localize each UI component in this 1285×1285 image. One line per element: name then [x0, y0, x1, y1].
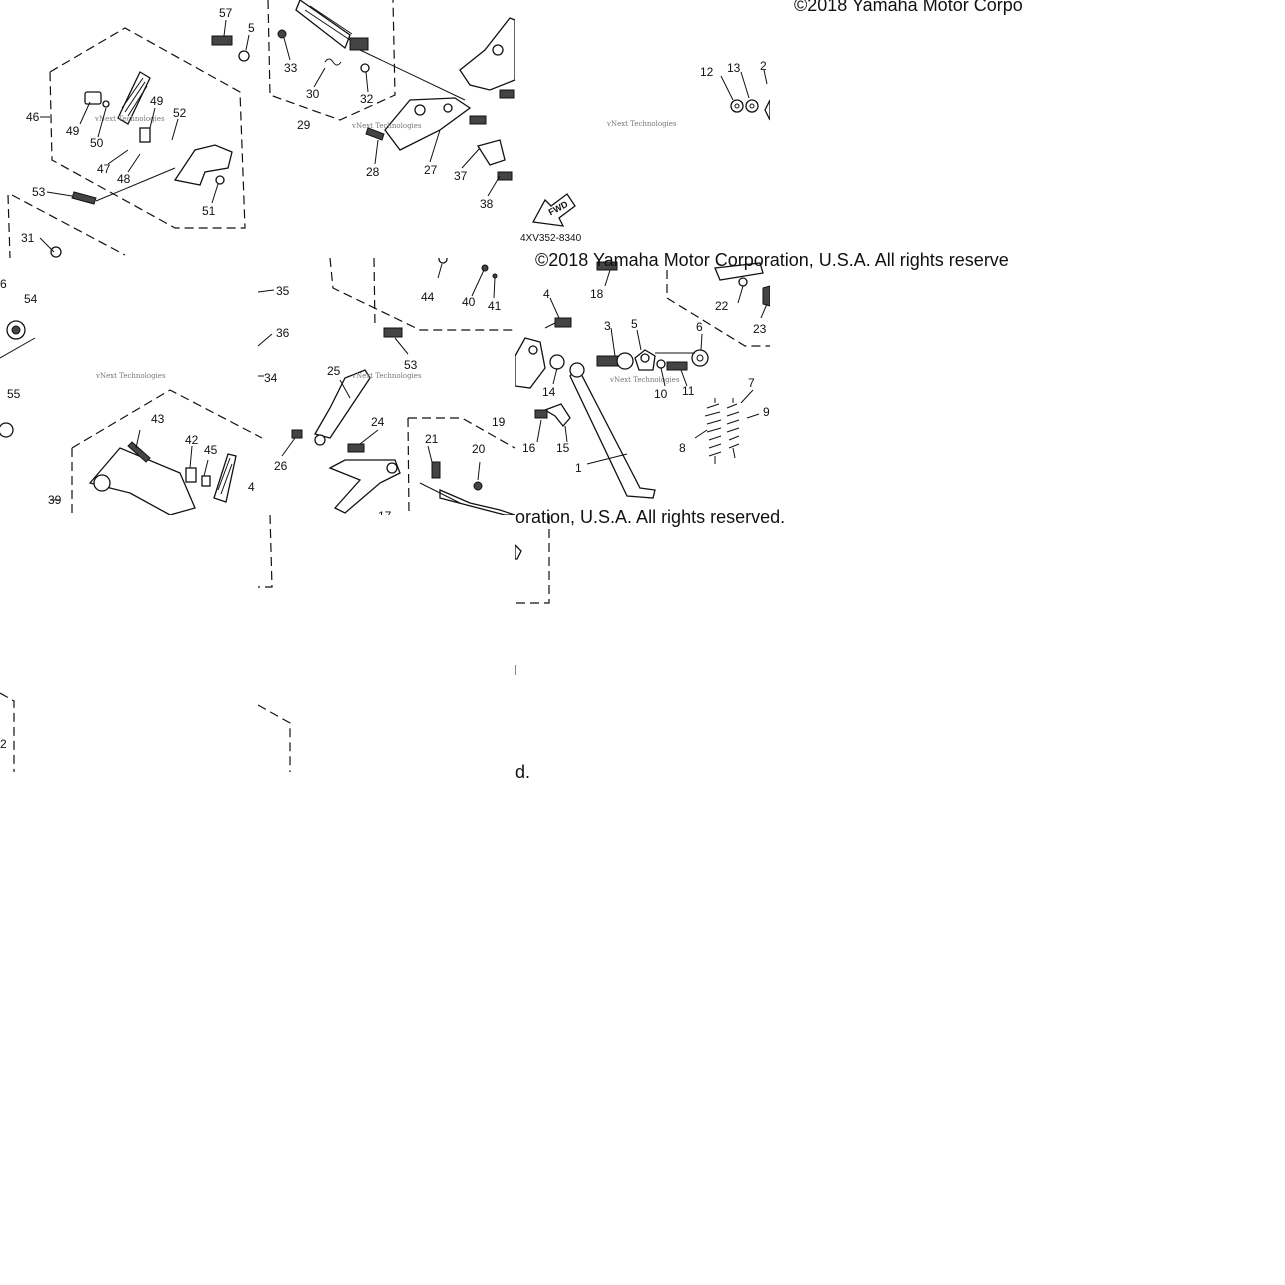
callout-label: 31 [21, 231, 35, 245]
callout-label: 2 [0, 737, 7, 751]
callout-label: 17 [378, 509, 392, 515]
callout-label: 42 [185, 433, 199, 447]
footpeg-rubber-left [117, 71, 151, 125]
footrest-lower-drawing: vNext Technologies vNext Technologies 6 … [0, 258, 515, 515]
sidestand-drawing: vNext Technologies 18 22 23 4 3 5 6 14 1… [515, 261, 770, 499]
callout-label: 23 [753, 322, 767, 336]
callout-label: 27 [424, 163, 438, 177]
callout-label: 15 [556, 441, 570, 455]
callout-label: 11 [682, 384, 695, 398]
callout-label: 6 [696, 320, 703, 334]
callout-label: 34 [264, 371, 278, 385]
callout-label: 20 [472, 442, 486, 456]
callout-label: 33 [284, 61, 298, 75]
callout-label: 41 [488, 299, 502, 313]
watermark-text: vNext Technologies [94, 115, 165, 123]
tile-sidestand: vNext Technologies 18 22 23 4 3 5 6 14 1… [515, 258, 770, 515]
tile-footrest-lower: vNext Technologies vNext Technologies 6 … [0, 258, 515, 515]
callout-label: 32 [360, 92, 374, 106]
callout-label: 38 [480, 197, 494, 211]
watermark-text: vNext Technologies [95, 372, 166, 380]
watermark-text: vNext Technologies [609, 376, 680, 384]
callout-label: 40 [462, 295, 476, 309]
tile-footrest-upper: vNext Technologies vNext Technologies 57… [0, 0, 515, 258]
callout-labels: 57 5 46 49 49 52 50 47 48 53 51 31 33 30… [21, 6, 494, 245]
callout-label: 43 [151, 412, 165, 426]
callout-label: 4 [248, 480, 255, 494]
watermark-text: vNext Technologies [351, 122, 422, 130]
tile-upper-right: vNext Technologies FWD 4XV352-8340 12 13… [515, 0, 770, 258]
callout-label: 37 [454, 169, 468, 183]
callout-labels: 6 54 55 35 36 34 43 42 45 39 4 44 40 41 … [0, 277, 506, 515]
callout-label: 29 [297, 118, 311, 132]
upper-right-drawing: vNext Technologies FWD 4XV352-8340 12 13… [520, 59, 770, 244]
callout-label: 26 [274, 459, 288, 473]
callout-label: 50 [90, 136, 104, 150]
callout-label: 30 [306, 87, 320, 101]
copyright-middle: ©2018 Yamaha Motor Corporation, U.S.A. A… [535, 250, 1009, 270]
callout-label: 49 [66, 124, 80, 138]
callout-label: 49 [150, 94, 164, 108]
callout-label: 39 [48, 493, 62, 507]
callout-label: 14 [542, 385, 556, 399]
watermark-text: vNext Technologies [351, 372, 422, 380]
callout-label: 47 [97, 162, 111, 176]
callout-label: 3 [604, 319, 611, 333]
callout-label: 22 [715, 299, 729, 313]
callout-label: 12 [700, 65, 714, 79]
callout-label: 48 [117, 172, 131, 186]
callout-label: 8 [679, 441, 686, 455]
callout-label: 1 [575, 461, 582, 475]
callout-labels: 18 22 23 4 3 5 6 14 10 11 7 9 8 16 15 1 [522, 287, 770, 475]
callout-label: 46 [26, 110, 40, 124]
callout-label: 53 [32, 185, 46, 199]
watermark-text: vNext Technologies [606, 120, 677, 128]
callout-label: 5 [631, 317, 638, 331]
copyright-top: ©2018 Yamaha Motor Corpo [794, 0, 1023, 15]
callout-label: 10 [654, 387, 668, 401]
callout-label: 6 [0, 277, 7, 291]
footrest-upper-drawing: vNext Technologies vNext Technologies 57… [7, 0, 515, 258]
diagram-code: 4XV352-8340 [520, 233, 582, 244]
callout-label: 2 [760, 59, 767, 73]
tile-lower-left: 2 [0, 515, 515, 772]
callout-label: 51 [202, 204, 216, 218]
callout-label: 19 [492, 415, 506, 429]
tile-lower-middle [515, 515, 555, 772]
callout-label: 4 [543, 287, 550, 301]
callout-label: 52 [173, 106, 187, 120]
callout-label: 45 [204, 443, 218, 457]
callout-label: 9 [763, 405, 770, 419]
callout-label: 18 [590, 287, 604, 301]
callout-label: 25 [327, 364, 341, 378]
lower-left-drawing: 2 [0, 515, 291, 772]
callout-label: 5 [248, 21, 255, 35]
callout-label: 13 [727, 61, 741, 75]
fwd-arrow-icon: FWD [531, 193, 576, 227]
callout-label: 36 [276, 326, 290, 340]
callout-label: 54 [24, 292, 38, 306]
callout-label: 21 [425, 432, 439, 446]
callout-label: 24 [371, 415, 385, 429]
callout-label: 57 [219, 6, 233, 20]
lower-middle-drawing [515, 515, 550, 675]
callout-label: 44 [421, 290, 435, 304]
callout-label: 53 [404, 358, 418, 372]
callout-label: 7 [748, 376, 755, 390]
callout-label: 28 [366, 165, 380, 179]
copyright-bottom-fragment: d. [515, 762, 531, 782]
callout-label: 35 [276, 284, 290, 298]
copyright-lower: oration, U.S.A. All rights reserved. [515, 507, 786, 527]
callout-label: 16 [522, 441, 536, 455]
callout-label: 55 [7, 387, 21, 401]
